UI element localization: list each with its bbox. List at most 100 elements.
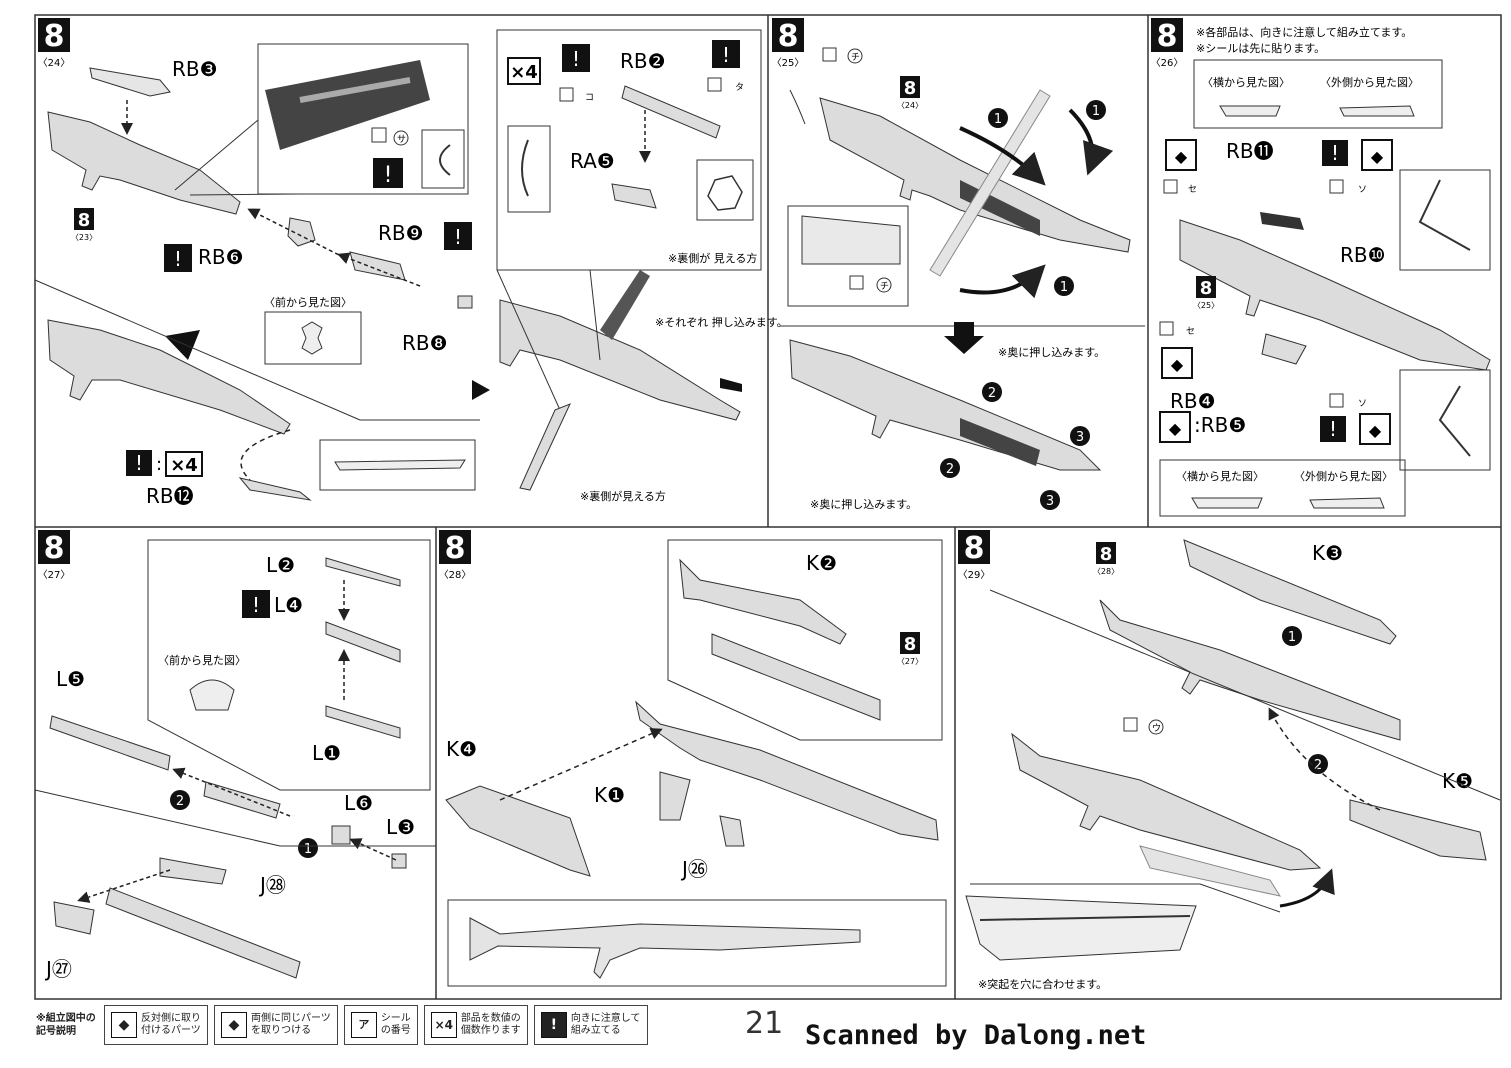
svg-text:!: ! [454, 225, 462, 249]
both-sides-icon: ◆ [221, 1012, 247, 1038]
svg-text:!: ! [572, 47, 580, 71]
svg-text:チ: チ [851, 52, 860, 63]
svg-text:8: 8 [44, 19, 65, 54]
svg-text:8: 8 [964, 531, 985, 566]
svg-text:L❷: L❷ [266, 553, 295, 577]
svg-text:8: 8 [1100, 544, 1113, 565]
panel-24: RB❸ サ ! 8 〈23〉 ! RB❻ RB❾ ! RB❽ [34, 43, 490, 508]
svg-text:RB⓬: RB⓬ [146, 484, 194, 508]
svg-text:2: 2 [1314, 758, 1322, 773]
legend-item-both-sides: ◆ 両側に同じパーツ を取りつける [214, 1005, 338, 1045]
svg-text:※各部品は、向きに注意して組み立てます。: ※各部品は、向きに注意して組み立てます。 [1196, 25, 1412, 39]
legend-title: ※組立図中の 記号説明 [36, 1013, 96, 1037]
svg-text:!: ! [1331, 141, 1339, 165]
svg-text:!: ! [252, 593, 260, 617]
legend-item-sticker: ア シール の番号 [343, 1005, 418, 1045]
panel-26: ※各部品は、向きに注意して組み立てます。 ※シールは先に貼ります。 〈横から見た… [1159, 25, 1491, 517]
svg-text:8: 8 [445, 531, 466, 566]
svg-text:8: 8 [904, 78, 917, 99]
scanner-watermark: Scanned by Dalong.net [805, 1020, 1147, 1051]
step-header-28: 8 〈28〉 [439, 530, 472, 581]
svg-text:〈24〉: 〈24〉 [38, 57, 71, 69]
panel-29: K❸ 8 〈28〉 1 2 K❺ ウ ※突起を穴に合わせます。 [965, 539, 1501, 991]
svg-text:〈23〉: 〈23〉 [71, 233, 97, 242]
panel-24b: ×4 ! RB❷ ! コ タ RA❺ ※裏側が 見える方 ※それぞれ 押し込みま… [496, 29, 788, 503]
step-header-29: 8 〈29〉 [958, 530, 991, 581]
svg-text:◆: ◆ [1169, 419, 1182, 438]
svg-text:RB⓫: RB⓫ [1226, 139, 1274, 163]
svg-text:L❸: L❸ [386, 815, 415, 839]
svg-text:2: 2 [176, 794, 184, 809]
svg-text:〈28〉: 〈28〉 [439, 569, 472, 581]
legend-item-quantity: ×4 部品を数値の 個数作ります [423, 1005, 528, 1045]
part-rb3 [89, 67, 171, 97]
svg-text:ウ: ウ [1152, 723, 1161, 734]
svg-text:RB❻: RB❻ [198, 245, 244, 269]
svg-text:RB❸: RB❸ [172, 57, 218, 81]
sticker-icon: ア [350, 1012, 377, 1038]
svg-text:セ: セ [1186, 326, 1195, 337]
svg-text:!: ! [1329, 417, 1337, 441]
svg-text:!: ! [722, 43, 730, 67]
svg-text:RA❺: RA❺ [570, 149, 615, 173]
svg-text::: : [156, 454, 162, 475]
svg-text:K❹: K❹ [446, 737, 477, 761]
svg-text:〈27〉: 〈27〉 [897, 657, 923, 666]
svg-text:RB❽: RB❽ [402, 331, 448, 355]
step-header-24: 8 〈24〉 [38, 18, 71, 69]
svg-text:×4: ×4 [170, 455, 198, 476]
svg-text:〈外側から見た図〉: 〈外側から見た図〉 [1294, 470, 1393, 483]
svg-text:J㉖: J㉖ [680, 857, 708, 881]
svg-text:〈横から見た図〉: 〈横から見た図〉 [1176, 469, 1264, 483]
page-number: 21 [745, 1006, 784, 1041]
svg-text:8: 8 [904, 634, 917, 655]
svg-text:2: 2 [988, 386, 996, 401]
svg-text:◆: ◆ [1171, 355, 1184, 374]
quantity-icon: ×4 [430, 1012, 457, 1038]
rifle-body [47, 111, 241, 215]
panel-27: L❷ ! L❹ 〈前から見た図〉 L❶ L❺ 2 L❻ 1 L❸ J㉘ J㉗ [34, 539, 436, 981]
svg-text:※シールは先に貼ります。: ※シールは先に貼ります。 [1196, 41, 1325, 55]
svg-text:K❶: K❶ [594, 783, 625, 807]
svg-text:タ: タ [735, 82, 744, 93]
svg-text:1: 1 [1092, 104, 1100, 119]
svg-text:RB❹: RB❹ [1170, 389, 1216, 413]
svg-text:〈前から見た図〉: 〈前から見た図〉 [158, 653, 246, 667]
svg-text:※裏側が 見える方: ※裏側が 見える方 [668, 251, 757, 265]
svg-text:1: 1 [304, 842, 312, 857]
svg-text:〈29〉: 〈29〉 [958, 569, 991, 581]
svg-text:コ: コ [585, 93, 594, 103]
svg-text:!: ! [135, 451, 143, 475]
svg-text:!: ! [174, 247, 182, 271]
step-header-26: 8 〈26〉 [1151, 18, 1184, 69]
svg-text:RB❾: RB❾ [378, 221, 424, 245]
symbol-legend: ※組立図中の 記号説明 ◆ 反対側に取り 付けるパーツ ◆ 両側に同じパーツ を… [36, 1004, 648, 1046]
svg-text:※奥に押し込みます。: ※奥に押し込みます。 [998, 345, 1105, 359]
svg-text:〈28〉: 〈28〉 [1093, 567, 1119, 576]
svg-text:〈前から見た図〉: 〈前から見た図〉 [264, 295, 352, 309]
svg-text:K❺: K❺ [1442, 769, 1473, 793]
svg-text:L❺: L❺ [56, 667, 85, 691]
svg-text:1: 1 [1288, 630, 1296, 645]
svg-text:K❸: K❸ [1312, 541, 1343, 565]
svg-text:3: 3 [1046, 494, 1054, 509]
legend-item-opposite-side: ◆ 反対側に取り 付けるパーツ [104, 1005, 208, 1045]
svg-text:8: 8 [78, 210, 91, 231]
panel-25: チ 8 〈24〉 チ 1 1 1 ※奥に押し込みます。 2 3 2 3 ※奥に押… [780, 47, 1145, 511]
svg-text:◆: ◆ [1175, 147, 1188, 166]
svg-text:L❶: L❶ [312, 741, 341, 765]
svg-text:K❷: K❷ [806, 551, 837, 575]
svg-text:※裏側が見える方: ※裏側が見える方 [580, 489, 666, 503]
svg-text:※奥に押し込みます。: ※奥に押し込みます。 [810, 497, 917, 511]
svg-text:〈26〉: 〈26〉 [1151, 57, 1184, 69]
svg-text:!: ! [384, 163, 393, 188]
svg-text:L❻: L❻ [344, 791, 373, 815]
opposite-side-icon: ◆ [111, 1012, 137, 1038]
step-header-27: 8 〈27〉 [38, 530, 70, 581]
svg-text:8: 8 [44, 531, 65, 566]
svg-text:※突起を穴に合わせます。: ※突起を穴に合わせます。 [978, 977, 1107, 991]
svg-text:〈25〉: 〈25〉 [772, 57, 805, 69]
svg-text:※それぞれ 押し込みます。: ※それぞれ 押し込みます。 [655, 315, 788, 329]
svg-text:J㉗: J㉗ [44, 957, 72, 981]
svg-text:L❹: L❹ [274, 593, 303, 617]
